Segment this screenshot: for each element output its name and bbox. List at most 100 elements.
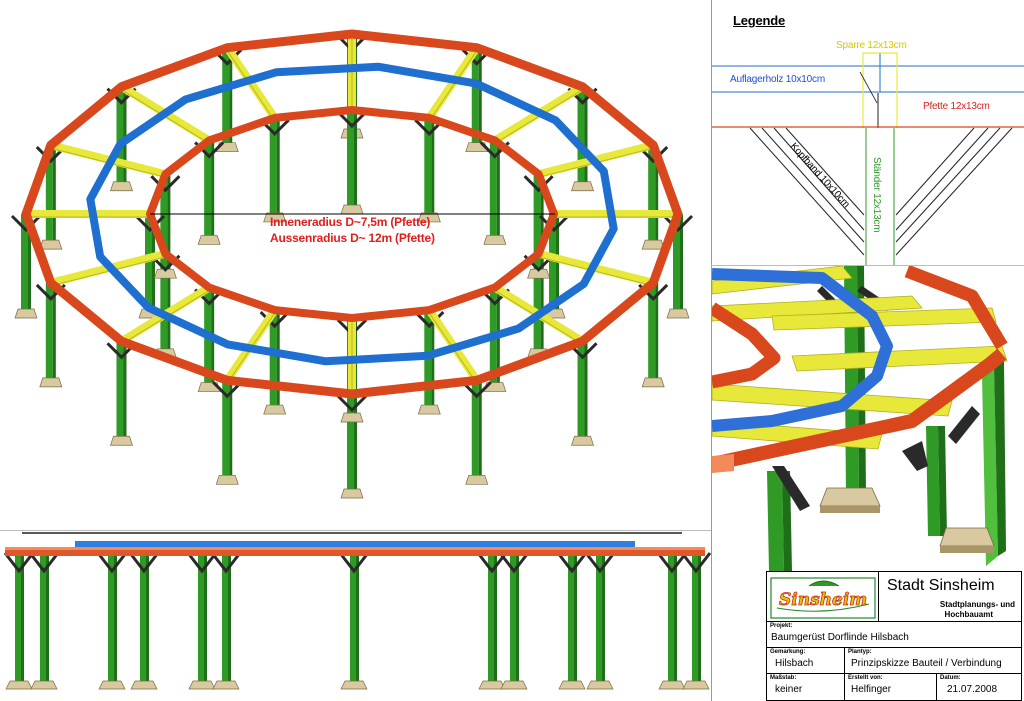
projekt-cell: Projekt: Baumgerüst Dorflinde Hilsbach	[767, 622, 1021, 648]
side-footing-1	[30, 680, 58, 690]
erstellt-cell: Erstellt von: Helfinger	[845, 674, 937, 700]
inner-post-10-footing	[197, 235, 221, 245]
inner-radius-label: Inneneradius D~7,5m (Pfette)	[270, 215, 431, 229]
outer-post-6	[116, 341, 124, 437]
vertical-divider	[711, 0, 712, 701]
inner-post-15	[533, 174, 541, 270]
gemarkung-cell: Gemarkung: Hilsbach	[767, 648, 845, 674]
outer-post-0	[673, 214, 680, 309]
side-footing-5	[212, 680, 240, 690]
legend-panel: Legende Sparre 12x13cm Auflagerholz 10x1…	[712, 0, 1024, 265]
outer-post-13	[471, 47, 479, 143]
side-footing-10	[586, 680, 614, 690]
inner-post-4-footing	[340, 412, 364, 423]
inner-post-5-footing	[263, 404, 287, 415]
outer-post-5	[222, 380, 230, 476]
inner-post-0-brace	[538, 214, 570, 233]
erstellt-value: Helfinger	[851, 684, 892, 695]
side-brace-3	[128, 552, 160, 574]
outer-post-7	[45, 282, 53, 378]
inner-post-0	[549, 214, 556, 309]
side-brace-9	[556, 552, 588, 574]
side-footing-12	[682, 680, 710, 690]
horizontal-divider	[0, 530, 711, 531]
legend-staender-label: Ständer 12x13cm	[871, 157, 882, 233]
outer-post-3-brace	[461, 381, 492, 399]
gemarkung-label: Gemarkung:	[770, 649, 806, 655]
outer-post-8-footing	[14, 308, 38, 319]
side-brace-1	[28, 552, 60, 574]
legend-auflagerholz-label: Auflagerholz 10x10cm	[730, 74, 825, 85]
outer-post-1-footing	[641, 377, 665, 388]
side-brace-6	[338, 552, 370, 574]
side-brace-11	[656, 552, 688, 574]
side-footing-2	[98, 680, 126, 690]
projekt-label: Projekt:	[770, 623, 793, 629]
massstab-value: keiner	[775, 684, 803, 695]
side-brace-12	[680, 552, 711, 574]
outer-post-9-brace	[35, 146, 66, 164]
inner-post-12-brace	[336, 110, 368, 129]
side-post-8	[510, 553, 518, 681]
side-brace-5	[210, 552, 242, 574]
side-brace-8	[498, 552, 530, 574]
city-name: Stadt Sinsheim	[887, 577, 995, 594]
outer-post-8-brace	[10, 214, 42, 233]
auflagerholz-ring	[86, 62, 618, 366]
side-post-5	[222, 553, 230, 681]
inner-post-11-footing	[263, 212, 287, 223]
datum-cell: Datum: 21.07.2008	[937, 674, 1021, 700]
outer-post-1	[648, 282, 656, 378]
inner-post-14-footing	[483, 235, 507, 245]
outer-post-0-brace	[662, 214, 694, 233]
inner-post-1	[533, 253, 541, 349]
side-brace-2	[96, 552, 128, 574]
outer-post-7-footing	[39, 377, 63, 388]
projekt-value: Baumgerüst Dorflinde Hilsbach	[771, 632, 909, 643]
erstellt-label: Erstellt von:	[848, 675, 883, 681]
side-footing-0	[5, 680, 33, 690]
outer-post-2	[577, 341, 585, 437]
inner-post-5-brace	[259, 311, 290, 329]
legend-sparre-label: Sparre 12x13cm	[836, 40, 907, 51]
outer-post-0-footing	[666, 308, 690, 319]
outer-post-15	[648, 145, 656, 241]
department-line2: Hochbauamt	[944, 610, 993, 619]
side-post-7	[488, 553, 496, 681]
outer-post-5-brace	[212, 381, 243, 399]
outer-post-3-footing	[465, 474, 489, 485]
side-elevation-drawing	[3, 532, 711, 690]
legend-title: Legende	[733, 13, 786, 28]
side-footing-6	[340, 680, 368, 690]
outer-post-10-footing	[109, 181, 133, 192]
isometric-view: Inneneradius D~7,5m (Pfette) Aussenradiu…	[10, 29, 694, 499]
gemarkung-value: Hilsbach	[775, 658, 814, 669]
outer-post-4	[347, 394, 354, 489]
inner-post-7	[160, 253, 168, 349]
outer-post-14	[577, 86, 585, 182]
detail-drawing	[712, 266, 1008, 571]
inner-post-11	[269, 117, 277, 213]
inner-post-12-footing	[340, 204, 364, 215]
side-post-9	[568, 553, 576, 681]
inner-post-12	[347, 110, 354, 205]
inner-post-3-footing	[417, 404, 441, 415]
city-cell: Stadt Sinsheim Stadtplanungs- und Hochba…	[879, 572, 1021, 622]
outer-post-15-footing	[641, 239, 665, 250]
massstab-label: Maßstab:	[770, 675, 797, 681]
detail-view	[712, 266, 1024, 571]
inner-post-13-footing	[417, 212, 441, 223]
datum-value: 21.07.2008	[947, 684, 998, 695]
outer-radius-label: Aussenradius D~ 12m (Pfette)	[270, 231, 435, 245]
outer-post-11	[222, 47, 230, 143]
inner-post-9	[160, 174, 168, 270]
side-footing-3	[130, 680, 158, 690]
right-horizontal-divider	[711, 265, 1024, 266]
outer-post-10	[116, 86, 124, 182]
outer-post-14-footing	[571, 181, 595, 192]
plantyp-cell: Plantyp: Prinzipskizze Bauteil / Verbind…	[845, 648, 1021, 674]
side-footing-4	[188, 680, 216, 690]
side-post-4	[198, 553, 206, 681]
side-brace-10	[584, 552, 616, 574]
side-brace-7	[476, 552, 508, 574]
